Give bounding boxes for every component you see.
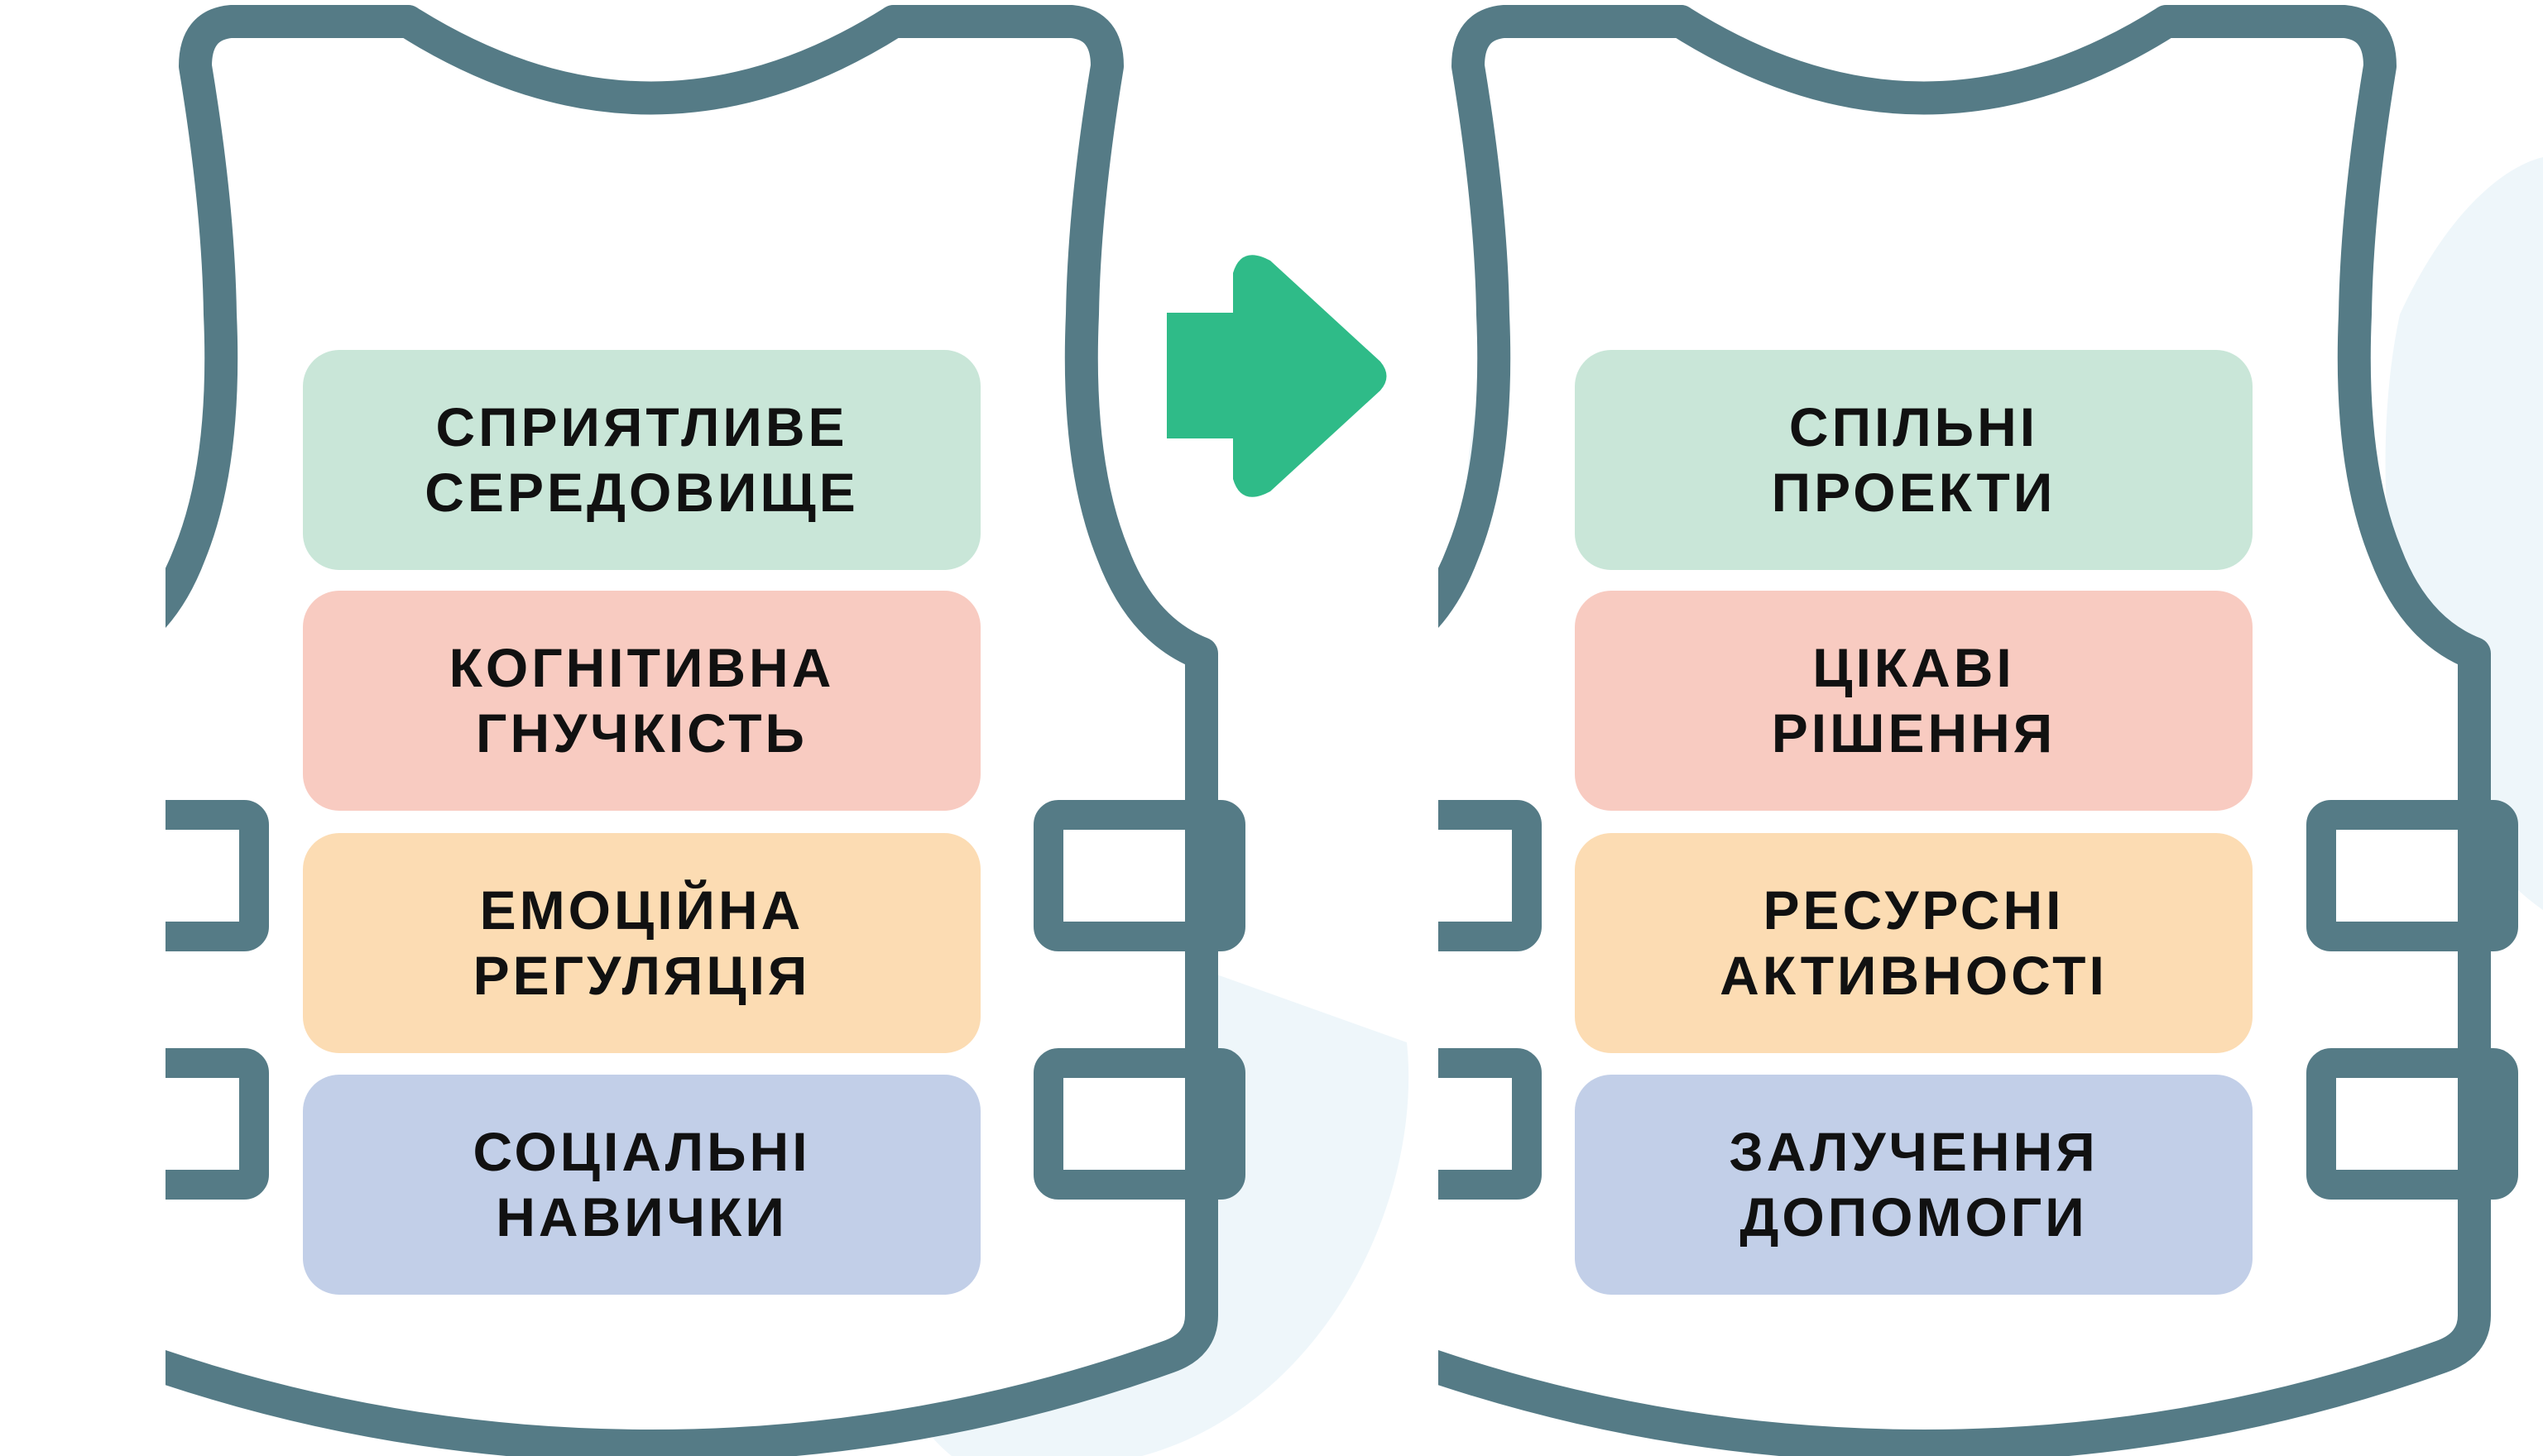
card-line-2: НАВИЧКИ xyxy=(496,1185,788,1250)
card-joint-projects: СПІЛЬНІ ПРОЕКТИ xyxy=(1575,350,2253,570)
arrow-right-icon xyxy=(1167,255,1387,497)
card-line-2: АКТИВНОСТІ xyxy=(1720,943,2108,1008)
card-line-1: КОГНІТИВНА xyxy=(449,635,835,701)
card-line-1: РЕСУРСНІ xyxy=(1763,878,2065,943)
card-line-2: ГНУЧКІСТЬ xyxy=(476,701,808,766)
card-line-1: СПРИЯТЛИВЕ xyxy=(435,395,847,460)
card-line-2: СЕРЕДОВИЩЕ xyxy=(425,460,858,525)
card-cognitive-flexibility: КОГНІТИВНА ГНУЧКІСТЬ xyxy=(303,591,981,811)
card-line-2: ПРОЕКТИ xyxy=(1772,460,2056,525)
card-favorable-environment: СПРИЯТЛИВЕ СЕРЕДОВИЩЕ xyxy=(303,350,981,570)
card-interesting-solutions: ЦІКАВІ РІШЕННЯ xyxy=(1575,591,2253,811)
card-social-skills: СОЦІАЛЬНІ НАВИЧКИ xyxy=(303,1075,981,1295)
card-line-1: ЦІКАВІ xyxy=(1812,635,2015,701)
card-line-2: РЕГУЛЯЦІЯ xyxy=(473,943,811,1008)
card-line-1: СОЦІАЛЬНІ xyxy=(473,1119,810,1185)
card-line-1: СПІЛЬНІ xyxy=(1789,395,2038,460)
card-line-2: ДОПОМОГИ xyxy=(1739,1185,2087,1250)
card-line-2: РІШЕННЯ xyxy=(1772,701,2056,766)
card-line-1: ЕМОЦІЙНА xyxy=(480,878,804,943)
card-emotional-regulation: ЕМОЦІЙНА РЕГУЛЯЦІЯ xyxy=(303,833,981,1053)
card-seeking-help: ЗАЛУЧЕННЯ ДОПОМОГИ xyxy=(1575,1075,2253,1295)
card-resource-activities: РЕСУРСНІ АКТИВНОСТІ xyxy=(1575,833,2253,1053)
card-line-1: ЗАЛУЧЕННЯ xyxy=(1729,1119,2098,1185)
